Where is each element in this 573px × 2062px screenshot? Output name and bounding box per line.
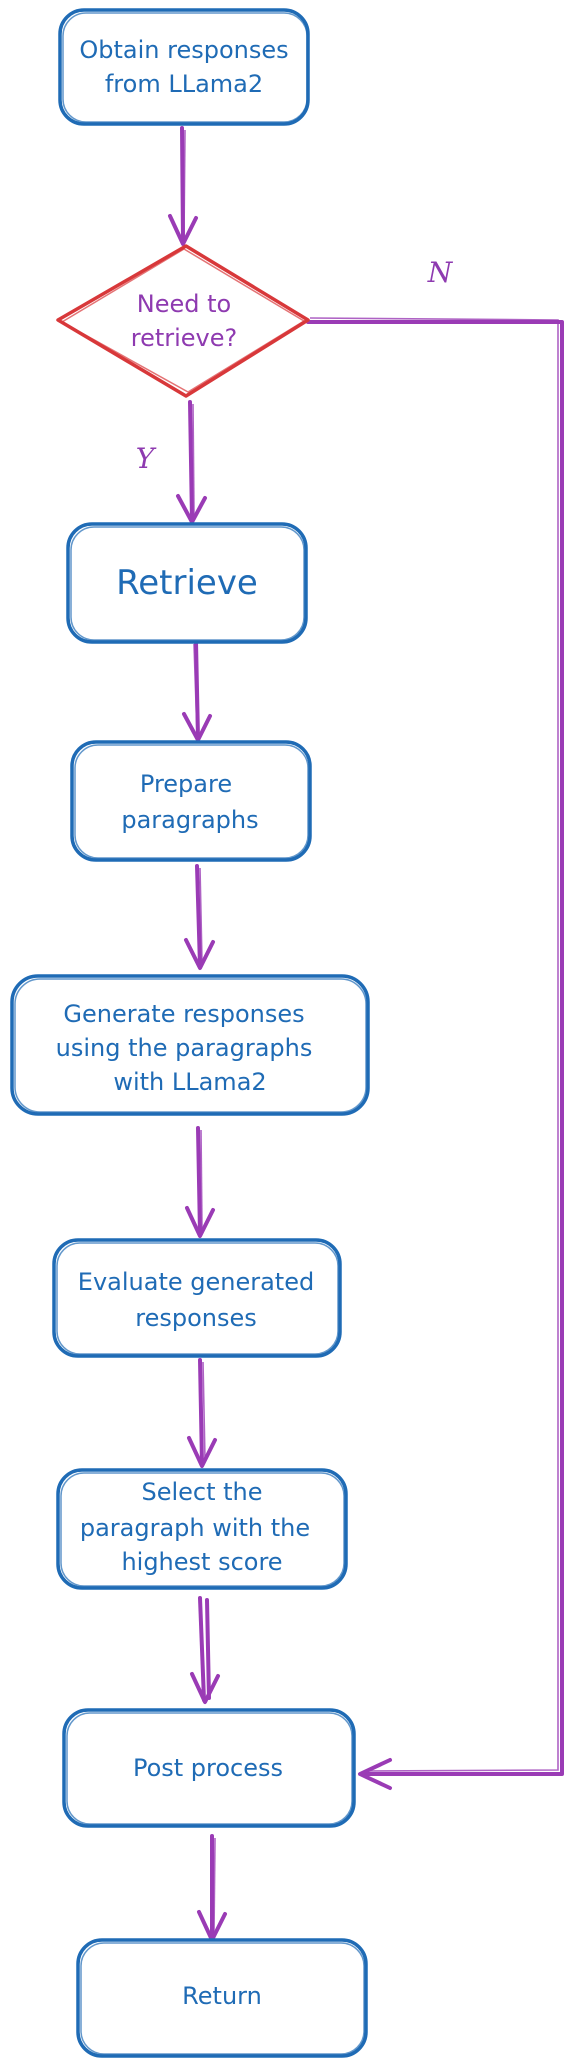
node-evaluate-responses: Evaluate generated responses xyxy=(52,1238,342,1358)
node-select-paragraph: Select the paragraph with the highest sc… xyxy=(56,1468,348,1590)
node-generate-line-1: Generate responses xyxy=(63,1000,304,1028)
edge-evaluate-to-select xyxy=(187,1358,217,1468)
node-retrieve: Retrieve xyxy=(66,522,308,644)
node-generate-line-2: using the paragraphs xyxy=(56,1034,313,1062)
node-return: Return xyxy=(76,1938,368,2058)
node-need-to-retrieve: Need to retrieve? xyxy=(56,244,310,398)
node-evaluate-line-1: Evaluate generated xyxy=(78,1268,314,1296)
node-decision-line-2: retrieve? xyxy=(131,324,238,352)
edge-decision-to-retrieve xyxy=(176,400,207,524)
node-obtain-line-1: Obtain responses xyxy=(79,36,288,64)
node-prepare-line-1: Prepare xyxy=(140,770,232,798)
edge-label-yes: Y xyxy=(136,442,157,475)
edge-retrieve-to-prepare xyxy=(182,640,212,742)
edge-post-to-return xyxy=(197,1834,227,1942)
node-return-label: Return xyxy=(182,1982,262,2010)
node-prepare-line-2: paragraphs xyxy=(121,806,258,834)
node-obtain-responses: Obtain responses from LLama2 xyxy=(58,8,310,126)
edge-generate-to-evaluate xyxy=(185,1126,215,1238)
node-obtain-line-2: from LLama2 xyxy=(105,70,263,98)
node-prepare-paragraphs: Prepare paragraphs xyxy=(70,740,312,862)
node-select-line-2: paragraph with the xyxy=(80,1514,310,1542)
node-evaluate-line-2: responses xyxy=(135,1304,257,1332)
edge-obtain-to-decision xyxy=(168,126,198,246)
edge-label-no: N xyxy=(427,256,454,289)
node-select-line-3: highest score xyxy=(121,1548,282,1576)
edge-select-to-post xyxy=(190,1596,220,1704)
node-select-line-1: Select the xyxy=(141,1478,262,1506)
node-post-process: Post process xyxy=(62,1708,356,1828)
edge-decision-no-to-post xyxy=(306,317,564,1790)
node-retrieve-label: Retrieve xyxy=(116,563,258,603)
node-post-label: Post process xyxy=(133,1754,283,1782)
node-generate-responses: Generate responses using the paragraphs … xyxy=(10,974,370,1116)
edge-prepare-to-generate xyxy=(184,864,215,970)
node-generate-line-3: with LLama2 xyxy=(113,1068,266,1096)
node-decision-line-1: Need to xyxy=(137,290,231,318)
